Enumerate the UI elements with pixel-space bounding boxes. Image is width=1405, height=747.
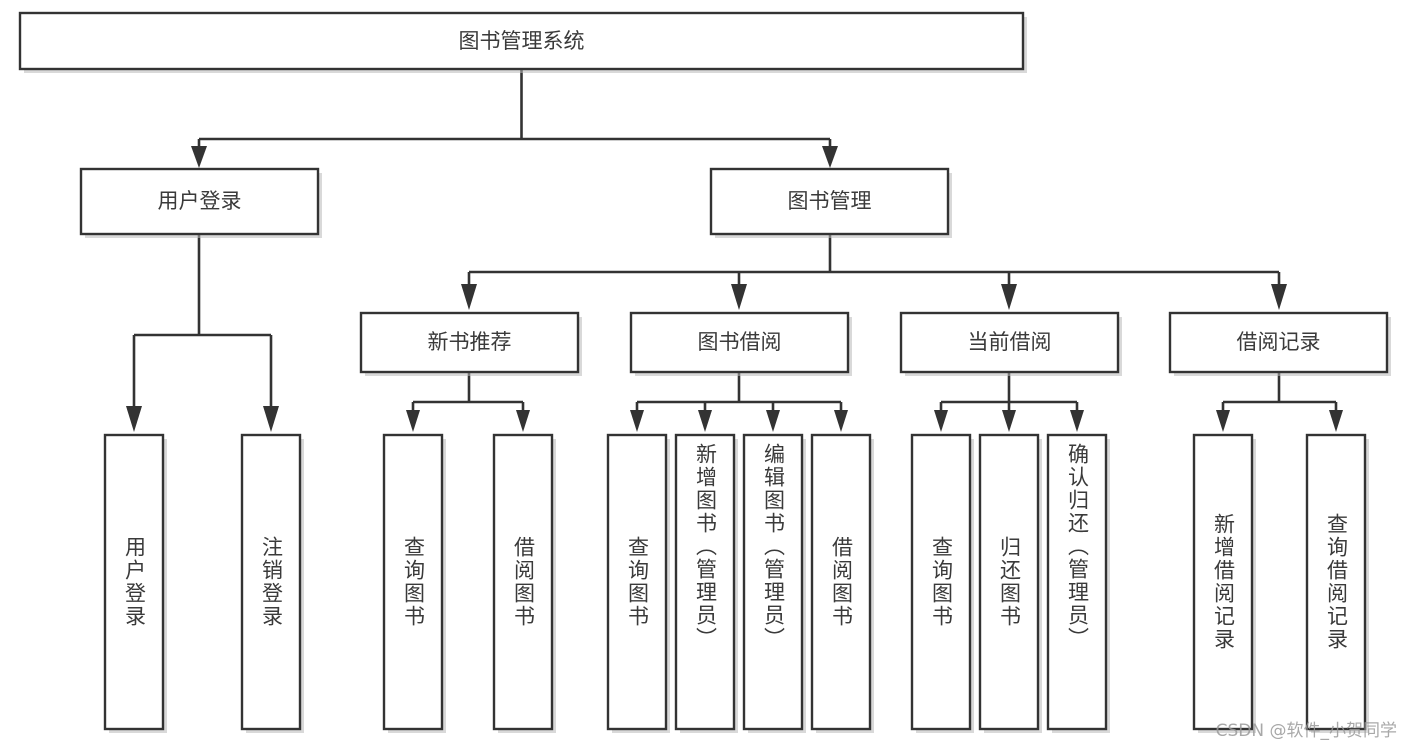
node-root-book-management-system[interactable] [18, 11, 1025, 71]
book-borrow-label: 图书借阅 [698, 330, 782, 354]
new-book-recommend-label: 新书推荐 [428, 330, 512, 354]
csdn-watermark: CSDN @软件_小贺同学 [1215, 721, 1397, 741]
arrow-to-leaf-borrow-book-1 [516, 410, 530, 432]
arrow-to-user-login [191, 146, 207, 168]
node-leaf-user-login[interactable] [103, 433, 165, 731]
arrow-to-leaf-query-book-3 [934, 410, 948, 432]
node-leaf-add-book[interactable] [674, 433, 736, 731]
node-current-borrow[interactable] [899, 311, 1120, 374]
node-leaf-edit-book[interactable] [742, 433, 804, 731]
node-leaf-logout[interactable] [240, 433, 302, 731]
arrow-to-leaf-query-book-2 [630, 410, 644, 432]
node-leaf-return-book[interactable] [978, 433, 1040, 731]
node-leaf-query-book-2[interactable] [606, 433, 668, 731]
arrow-to-leaf-return-book [1002, 410, 1016, 432]
arrow-to-leaf-logout [263, 406, 279, 432]
arrow-to-current-borrow [1001, 284, 1017, 310]
node-leaf-add-borrow-record[interactable] [1192, 433, 1254, 731]
node-leaf-borrow-book-1[interactable] [492, 433, 554, 731]
nodes-layer: 图书管理系统 用户登录 图书管理 新书推荐 图书借阅 当前借阅 借阅记录 [18, 11, 1391, 733]
arrow-to-leaf-user-login [126, 406, 142, 432]
arrow-to-new-book-recommend [461, 284, 477, 310]
edges-layer [126, 69, 1343, 432]
node-book-borrow[interactable] [629, 311, 850, 374]
borrow-record-label: 借阅记录 [1237, 330, 1321, 354]
arrow-to-leaf-confirm-return [1070, 410, 1084, 432]
book-management-label: 图书管理 [788, 189, 872, 213]
node-new-book-recommend[interactable] [359, 311, 580, 374]
arrow-to-leaf-add-book [698, 410, 712, 432]
node-leaf-query-book-1[interactable] [382, 433, 444, 731]
node-borrow-record[interactable] [1168, 311, 1389, 374]
arrow-to-book-management [822, 146, 838, 168]
node-leaf-query-book-3[interactable] [910, 433, 972, 731]
arrow-to-leaf-add-borrow-record [1216, 410, 1230, 432]
node-leaf-confirm-return[interactable] [1046, 433, 1108, 731]
node-leaf-query-borrow-record[interactable] [1305, 433, 1367, 731]
arrow-to-leaf-borrow-book-2 [834, 410, 848, 432]
arrow-to-leaf-edit-book [766, 410, 780, 432]
arrow-to-borrow-record [1271, 284, 1287, 310]
node-user-login[interactable] [79, 167, 320, 236]
node-book-management[interactable] [709, 167, 950, 236]
current-borrow-label: 当前借阅 [968, 330, 1052, 354]
arrow-to-leaf-query-borrow-record [1329, 410, 1343, 432]
root-label: 图书管理系统 [459, 29, 585, 53]
user-login-label: 用户登录 [158, 189, 242, 213]
arrow-to-leaf-query-book-1 [406, 410, 420, 432]
node-leaf-borrow-book-2[interactable] [810, 433, 872, 731]
arrow-to-book-borrow [731, 284, 747, 310]
